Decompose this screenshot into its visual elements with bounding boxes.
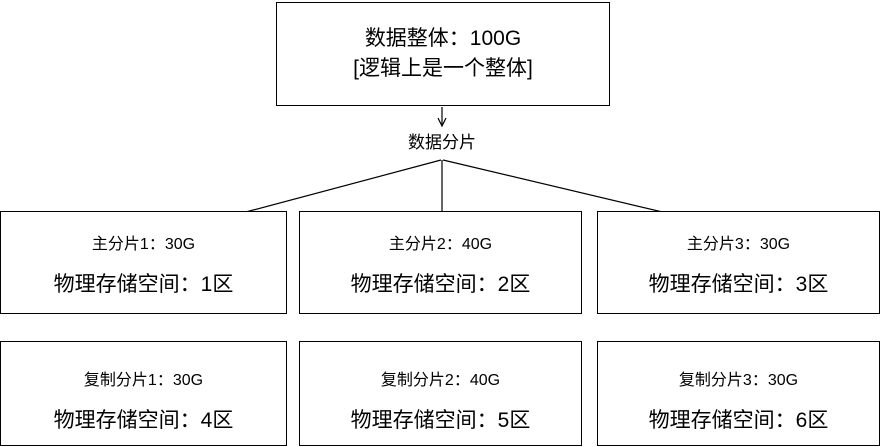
shard-storage: 物理存储空间：3区 — [648, 272, 829, 296]
split-label: 数据分片 — [408, 133, 476, 152]
shard-title: 主分片3：30G — [686, 235, 791, 253]
root-box-line1: 数据整体：100G — [364, 27, 522, 50]
shard-storage: 物理存储空间：2区 — [350, 272, 531, 296]
shard-storage: 物理存储空间：4区 — [53, 408, 234, 432]
root-data-box: 数据整体：100G [逻辑上是一个整体] — [276, 2, 610, 106]
primary-shard-3-box: 主分片3：30G 物理存储空间：3区 — [597, 211, 880, 314]
shard-title: 主分片1：30G — [91, 235, 196, 253]
replica-shard-1-box: 复制分片1：30G 物理存储空间：4区 — [0, 341, 287, 446]
shard-storage: 物理存储空间：6区 — [648, 408, 829, 432]
root-box-line2: [逻辑上是一个整体] — [353, 57, 533, 80]
primary-shard-1-box: 主分片1：30G 物理存储空间：1区 — [0, 211, 287, 314]
shard-storage: 物理存储空间：1区 — [53, 272, 234, 296]
shard-title: 复制分片2：40G — [380, 371, 501, 389]
primary-shard-2-box: 主分片2：40G 物理存储空间：2区 — [299, 211, 582, 314]
shard-title: 复制分片3：30G — [678, 371, 799, 389]
replica-shard-2-box: 复制分片2：40G 物理存储空间：5区 — [299, 341, 582, 446]
shard-storage: 物理存储空间：5区 — [350, 408, 531, 432]
shard-title: 主分片2：40G — [388, 235, 493, 253]
replica-shard-3-box: 复制分片3：30G 物理存储空间：6区 — [597, 341, 880, 446]
shard-title: 复制分片1：30G — [83, 371, 204, 389]
